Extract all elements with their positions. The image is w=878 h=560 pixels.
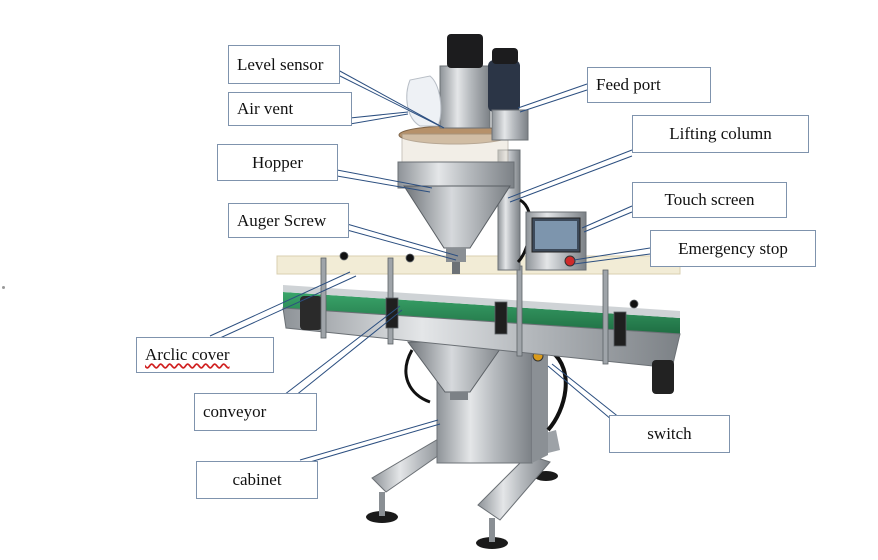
machine-guide-posts	[320, 251, 639, 365]
label-lifting-column: Lifting column	[632, 115, 809, 153]
label-arclic-cover: Arclic cover	[136, 337, 274, 373]
machine-conveyor	[276, 255, 681, 394]
label-switch: switch	[609, 415, 730, 453]
stray-dot	[2, 286, 5, 289]
label-emergency-stop: Emergency stop	[650, 230, 816, 267]
label-feed-port: Feed port	[587, 67, 711, 103]
machine-feet	[366, 471, 558, 549]
label-touch-screen: Touch screen	[632, 182, 787, 218]
label-cabinet: cabinet	[196, 461, 318, 499]
label-level-sensor: Level sensor	[228, 45, 340, 84]
label-conveyor: conveyor	[194, 393, 317, 431]
machine-filling-head	[397, 34, 533, 274]
machine-control-panel	[525, 211, 587, 271]
label-air-vent: Air vent	[228, 92, 352, 126]
leader-lines	[209, 69, 651, 463]
label-auger-screw: Auger Screw	[228, 203, 349, 238]
label-arclic-cover-text: Arclic cover	[145, 345, 230, 364]
label-hopper: Hopper	[217, 144, 338, 181]
machine-cabinet	[404, 334, 568, 464]
